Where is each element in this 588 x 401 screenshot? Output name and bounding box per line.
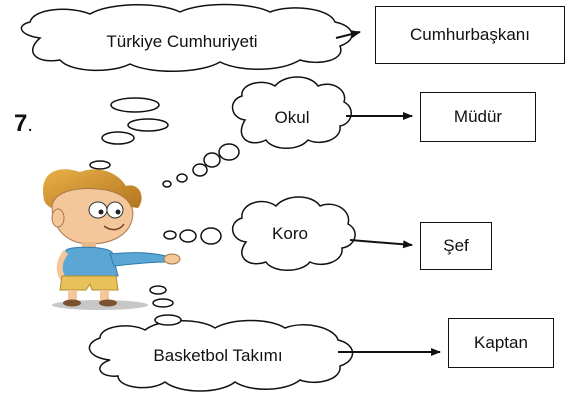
group-label-koro: Koro xyxy=(272,224,308,243)
leader-label-sef: Şef xyxy=(443,236,469,255)
thought-bubbles xyxy=(89,97,240,326)
group-label-okul: Okul xyxy=(274,108,310,127)
group-label-basketbol-takimi: Basketbol Takımı xyxy=(153,346,283,365)
leader-box-kaptan: Kaptan xyxy=(448,318,554,368)
leader-label-kaptan: Kaptan xyxy=(474,333,528,352)
group-label-turkiye-cumhuriyeti: Türkiye Cumhuriyeti xyxy=(106,32,258,51)
cloud-okul xyxy=(231,76,352,149)
cloud-koro xyxy=(232,196,356,271)
question-number: 7. xyxy=(14,110,33,138)
question-number-dot: . xyxy=(27,114,33,136)
thinking-boy-icon xyxy=(42,169,181,310)
arrows xyxy=(335,30,441,356)
leader-label-mudur: Müdür xyxy=(453,107,503,126)
leader-box-cumhurbaskani: Cumhurbaşkanı xyxy=(375,6,565,64)
leader-label-cumhurbaskani: Cumhurbaşkanı xyxy=(409,25,530,44)
leader-box-sef: Şef xyxy=(420,222,492,270)
question-number-value: 7 xyxy=(14,110,28,137)
cloud-basketbol-takimi xyxy=(88,319,354,392)
leader-box-mudur: Müdür xyxy=(420,92,536,142)
